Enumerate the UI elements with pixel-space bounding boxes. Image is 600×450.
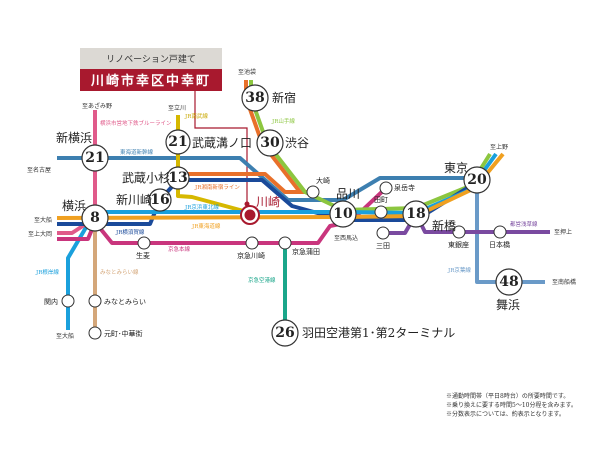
direction-label: 至名古屋 xyxy=(27,166,51,174)
svg-text:舞浜: 舞浜 xyxy=(496,298,520,312)
station-label: 関内 xyxy=(44,297,58,306)
direction-label: 至南船橋 xyxy=(552,278,576,286)
subtitle-box xyxy=(80,48,222,69)
line-shonan xyxy=(178,172,313,194)
subtitle: リノベーション戸建て xyxy=(106,53,196,65)
svg-text:48: 48 xyxy=(499,274,518,290)
svg-text:21: 21 xyxy=(168,134,187,150)
direction-label: 至池袋 xyxy=(238,68,256,76)
direction-label: 至あざみ野 xyxy=(82,102,112,110)
line-label: JR根岸線 xyxy=(35,268,59,276)
svg-text:26: 26 xyxy=(275,325,294,341)
line-label: 都営浅草線 xyxy=(510,220,538,228)
station-label: 元町･中華街 xyxy=(104,329,143,338)
svg-text:18: 18 xyxy=(406,206,425,222)
svg-text:30: 30 xyxy=(260,135,280,151)
small-stations: 大崎 泉岳寺 田町 三田 東銀座 日本橋 生麦 京急川崎 京急蒲田 関内 みなと… xyxy=(44,176,510,340)
direction-label: 至大船 xyxy=(34,216,52,224)
svg-text:新川崎: 新川崎 xyxy=(116,192,152,207)
direction-label: 至西馬込 xyxy=(334,234,358,242)
station-label: 泉岳寺 xyxy=(394,183,415,192)
title: 川崎市幸区中幸町 xyxy=(90,73,211,89)
station-label: 大崎 xyxy=(316,176,330,185)
note: ※分数表示については、約表示となります。 xyxy=(446,410,565,418)
destination-label: 川崎 xyxy=(256,195,280,209)
line-label: JR京浜東北線 xyxy=(184,203,219,211)
line-label: JR横須賀線 xyxy=(115,228,145,236)
line-label: 東海道新幹線 xyxy=(120,148,154,156)
svg-text:8: 8 xyxy=(90,210,100,226)
svg-text:横浜: 横浜 xyxy=(62,199,86,213)
svg-text:新橋: 新橋 xyxy=(432,218,456,233)
line-label: JR東海道線 xyxy=(191,222,221,230)
svg-text:10: 10 xyxy=(333,206,353,222)
direction-label: 至押上 xyxy=(554,228,572,236)
direction-label: 至大船 xyxy=(56,332,74,340)
direction-label: 至上野 xyxy=(490,143,508,151)
station-shin-yokohama: 21 新横浜 xyxy=(56,130,109,172)
line-label: 京急本線 xyxy=(168,245,191,253)
line-label: みなとみらい線 xyxy=(100,268,139,276)
svg-text:13: 13 xyxy=(168,170,187,186)
svg-text:20: 20 xyxy=(467,172,487,188)
note: ※通勤時間帯（平日8時台）の所要時間です。 xyxy=(446,392,569,400)
svg-text:武蔵小杉: 武蔵小杉 xyxy=(122,171,170,185)
station-maihama: 48 舞浜 xyxy=(495,268,523,312)
line-label: JR山手線 xyxy=(271,117,295,125)
line-label: JR南武線 xyxy=(184,112,208,120)
svg-text:渋谷: 渋谷 xyxy=(285,136,309,150)
station-label: 田町 xyxy=(374,196,388,204)
direction-label: 至立川 xyxy=(168,104,186,112)
svg-text:38: 38 xyxy=(245,90,264,106)
station-shimbashi: 18 新橋 xyxy=(402,200,456,233)
destination-dot xyxy=(244,209,256,221)
line-label: 京急空港線 xyxy=(248,276,276,284)
station-label: 京急川崎 xyxy=(237,251,265,260)
station-haneda: 26 羽田空港第1･第2ターミナル xyxy=(271,319,455,347)
station-shibuya: 30 渋谷 xyxy=(256,129,309,157)
line-shinkansen xyxy=(57,156,477,202)
station-shinjuku: 38 新宿 xyxy=(241,84,296,112)
svg-text:武蔵溝ノ口: 武蔵溝ノ口 xyxy=(192,136,252,150)
station-label: 東銀座 xyxy=(448,240,469,249)
svg-text:品川: 品川 xyxy=(336,187,360,201)
svg-text:東京: 東京 xyxy=(444,161,468,175)
title-box xyxy=(80,69,222,91)
station-label: 生麦 xyxy=(136,251,150,260)
station-label: 日本橋 xyxy=(489,240,510,249)
direction-label: 至上大岡 xyxy=(28,230,52,238)
svg-text:16: 16 xyxy=(150,192,169,208)
line-label: JR京葉線 xyxy=(447,266,471,274)
note: ※乗り換えに要する時間5～10分程を含みます。 xyxy=(446,401,577,409)
station-label: みなとみらい xyxy=(104,298,146,306)
svg-text:新横浜: 新横浜 xyxy=(56,130,92,145)
line-nambu xyxy=(176,115,251,216)
station-shinagawa: 10 品川 xyxy=(329,187,360,228)
station-musashi-mizonokuchi: 21 武蔵溝ノ口 xyxy=(165,129,252,155)
station-label: 三田 xyxy=(376,242,390,250)
station-yokohama: 8 横浜 xyxy=(62,199,109,232)
svg-text:新宿: 新宿 xyxy=(272,90,296,105)
line-label: JR湘南新宿ライン xyxy=(194,183,240,191)
svg-text:羽田空港第1･第2ターミナル: 羽田空港第1･第2ターミナル xyxy=(302,326,455,340)
station-label: 京急蒲田 xyxy=(292,247,320,256)
line-label: 横浜市営地下鉄ブルーライン xyxy=(100,119,172,127)
svg-text:21: 21 xyxy=(85,150,104,166)
